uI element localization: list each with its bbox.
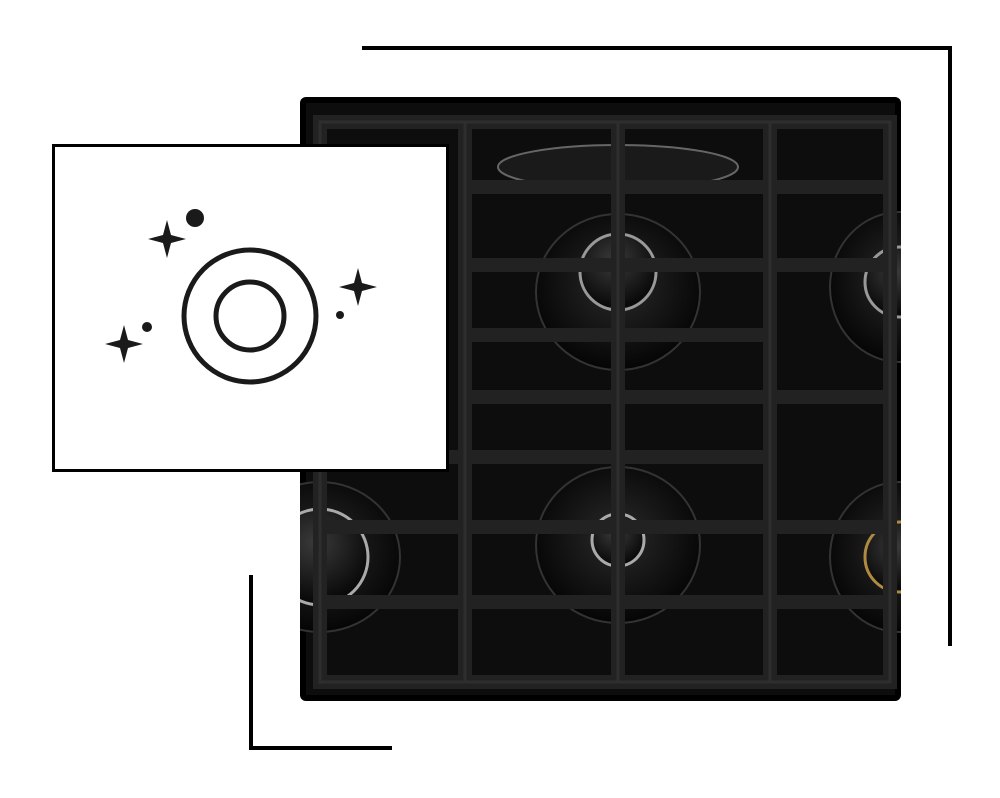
frame-line-right	[948, 46, 952, 646]
sparkling-clean-burner-icon	[105, 209, 377, 385]
feature-badge	[52, 144, 449, 472]
frame-line-top	[362, 46, 952, 50]
frame-line-left	[249, 575, 253, 750]
frame-line-bottom	[249, 746, 392, 750]
